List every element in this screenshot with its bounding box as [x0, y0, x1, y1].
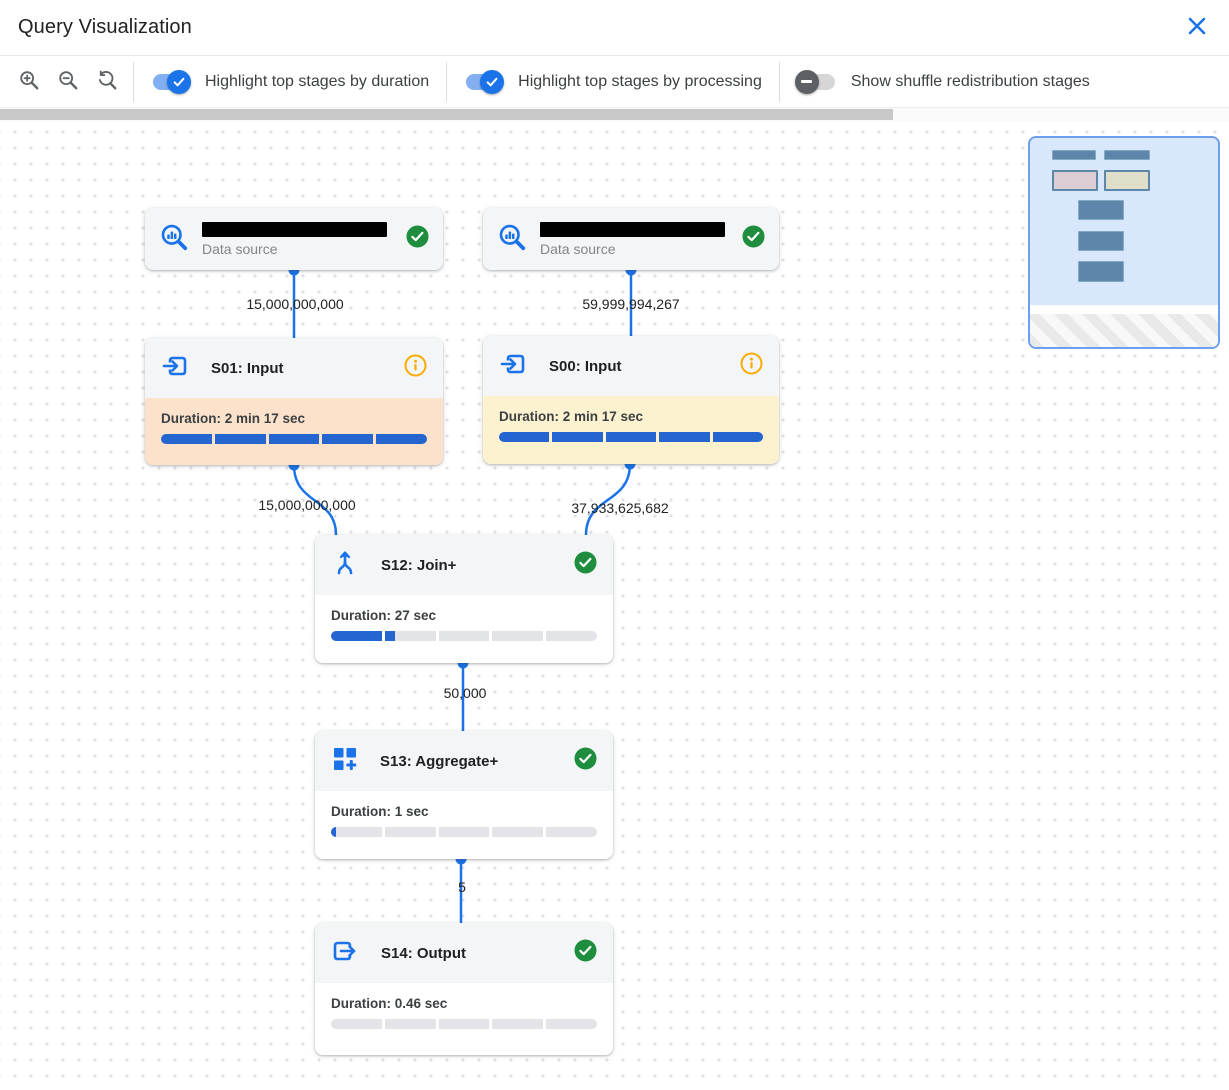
- minimap-node: [1078, 231, 1124, 251]
- node-data-source-1[interactable]: Data source: [145, 208, 443, 270]
- zoom-out-icon: [57, 69, 79, 94]
- stage-duration: Duration: 27 sec: [331, 608, 437, 623]
- minimap-node-highlight-duration: [1052, 170, 1098, 191]
- minimap-node: [1104, 150, 1150, 160]
- node-stage-s14[interactable]: S14: Output Duration: 0.46 sec: [315, 923, 613, 1055]
- toggle-highlight-processing[interactable]: [464, 69, 505, 94]
- toolbar-divider: [778, 61, 780, 102]
- zoom-out-button[interactable]: [57, 69, 79, 94]
- edge-row-count: 15,000,000,000: [246, 296, 344, 312]
- minimap-outside-stripes: [1030, 314, 1218, 347]
- minimap-viewport[interactable]: [1030, 138, 1218, 305]
- minimap-node: [1052, 150, 1096, 160]
- check-circle-icon: [574, 551, 597, 579]
- toggle-highlight-duration[interactable]: [151, 69, 191, 94]
- edge-row-count: 5: [458, 879, 466, 895]
- zoom-in-icon: [18, 69, 40, 94]
- stage-duration: Duration: 0.46 sec: [331, 996, 448, 1011]
- zoom-in-button[interactable]: [18, 69, 40, 94]
- stage-title: S13: Aggregate+: [380, 752, 499, 770]
- bigquery-table-icon: [497, 222, 527, 257]
- zoom-reset-button[interactable]: [96, 69, 118, 94]
- redacted-table-name: [540, 221, 725, 237]
- toggle-label-shuffle: Show shuffle redistribution stages: [850, 72, 1090, 90]
- edge-row-count: 50,000: [443, 685, 487, 701]
- stage-title: S12: Join+: [381, 556, 457, 574]
- data-source-label: Data source: [202, 240, 278, 257]
- minimap[interactable]: [1028, 136, 1220, 349]
- stage-title: S00: Input: [549, 357, 622, 375]
- dialog-header: Query Visualization: [0, 0, 1229, 56]
- node-stage-s12[interactable]: S12: Join+ Duration: 27 sec: [315, 535, 613, 663]
- aggregate-stage-icon: [331, 745, 358, 777]
- bigquery-table-icon: [159, 222, 189, 257]
- minimap-node-highlight-processing: [1104, 170, 1150, 191]
- horizontal-scrollbar[interactable]: [0, 108, 1229, 121]
- edge-row-count: 37,933,625,682: [571, 500, 669, 516]
- close-icon: [1184, 13, 1210, 42]
- check-circle-icon: [406, 225, 429, 253]
- duration-bar: [161, 434, 427, 444]
- edge-row-count: 15,000,000,000: [258, 497, 356, 513]
- zoom-reset-icon: [96, 69, 118, 94]
- input-stage-icon: [161, 352, 189, 385]
- toggle-label-duration: Highlight top stages by duration: [205, 72, 430, 90]
- info-circle-icon[interactable]: [740, 352, 763, 380]
- stage-duration: Duration: 1 sec: [331, 804, 429, 819]
- toggle-show-shuffle[interactable]: [794, 69, 837, 94]
- node-stage-s13[interactable]: S13: Aggregate+ Duration: 1 sec: [315, 731, 613, 859]
- join-stage-icon: [331, 549, 359, 582]
- duration-bar: [331, 1019, 597, 1029]
- node-stage-s01[interactable]: S01: Input Duration: 2 min 17 sec: [145, 338, 443, 465]
- check-circle-icon: [574, 747, 597, 775]
- input-stage-icon: [499, 350, 527, 383]
- output-stage-icon: [331, 937, 359, 970]
- edge-row-count: 59,999,994,267: [582, 296, 680, 312]
- node-data-source-2[interactable]: Data source: [483, 208, 779, 270]
- redacted-table-name: [202, 221, 387, 237]
- check-circle-icon: [742, 225, 765, 253]
- scrollbar-thumb[interactable]: [0, 109, 893, 120]
- duration-bar: [331, 827, 597, 837]
- toggle-label-processing: Highlight top stages by processing: [518, 72, 762, 90]
- data-source-label: Data source: [540, 240, 616, 257]
- stage-title: S01: Input: [211, 359, 284, 377]
- toolbar-divider: [446, 61, 448, 102]
- graph-canvas[interactable]: Data source Data source: [0, 121, 1229, 1089]
- stage-duration: Duration: 2 min 17 sec: [499, 409, 644, 424]
- minimap-node: [1078, 200, 1124, 220]
- check-circle-icon: [574, 939, 597, 967]
- page-title: Query Visualization: [18, 16, 192, 38]
- stage-duration: Duration: 2 min 17 sec: [161, 411, 306, 426]
- node-stage-s00[interactable]: S00: Input Duration: 2 min 17 sec: [483, 336, 779, 464]
- duration-bar: [331, 631, 597, 641]
- duration-bar: [499, 432, 764, 442]
- info-circle-icon[interactable]: [404, 354, 427, 382]
- toolbar: Highlight top stages by duration Highlig…: [0, 56, 1229, 108]
- stage-title: S14: Output: [381, 944, 466, 962]
- close-button[interactable]: [1183, 14, 1211, 42]
- toolbar-divider: [133, 61, 134, 102]
- minimap-node: [1078, 261, 1124, 282]
